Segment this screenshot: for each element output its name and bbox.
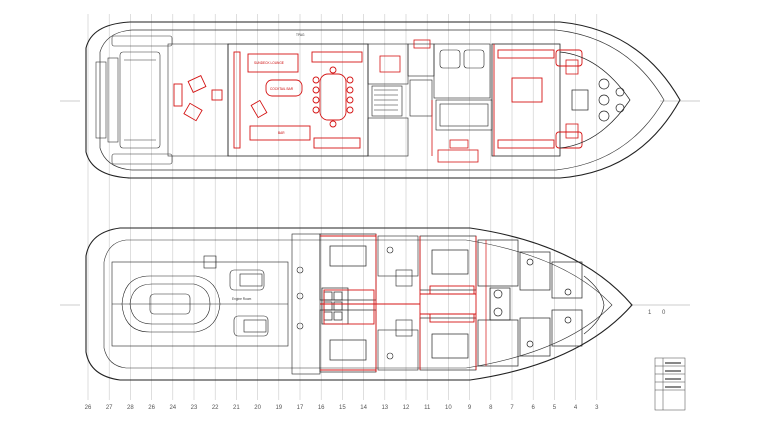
upper-label-bar: COCKTAIL BAR xyxy=(270,87,294,91)
frame-number-label: 8 xyxy=(489,405,493,411)
upper-label-bar-2: BAR xyxy=(278,131,285,135)
frame-number-label: 9 xyxy=(468,405,472,411)
frame-number-label: 3 xyxy=(595,405,599,411)
frame-number-row: 26 27 28 26 24 23 22 21 20 19 17 16 15 14 13 12 11 10 9 8 7 6… xyxy=(85,405,599,411)
legend-box xyxy=(654,357,686,411)
frame-number-label: 17 xyxy=(297,405,304,411)
frame-number-label: 12 xyxy=(403,405,410,411)
upper-deck-bulwark xyxy=(99,29,665,171)
upper-label-lounge: SUNDECK LOUNGE xyxy=(254,61,284,65)
frame-number-label: 5 xyxy=(553,405,557,411)
lower-label-engine-room: Engine Room xyxy=(232,297,252,301)
lower-deck-hull-outline xyxy=(85,227,633,381)
frame-number-label: 10 xyxy=(445,405,452,411)
frame-number-label: 6 xyxy=(532,405,536,411)
frame-number-label: 21 xyxy=(233,405,240,411)
frame-number-label: 13 xyxy=(381,405,388,411)
lower-deck-inner-outline xyxy=(103,239,613,369)
upper-deck-plan: SUNDECK LOUNGE COCKTAIL BAR BAR TPAG xyxy=(85,21,681,179)
frame-number-label: 19 xyxy=(275,405,282,411)
frame-number-label: 28 xyxy=(127,405,134,411)
frame-number-label: 20 xyxy=(254,405,261,411)
margin-mark-0: 0 xyxy=(662,310,666,316)
frame-number-label: 11 xyxy=(424,405,431,411)
frame-number-label: 27 xyxy=(106,405,113,411)
frame-number-label: 26 xyxy=(148,405,155,411)
frame-number-label: 14 xyxy=(360,405,367,411)
frame-number-label: 7 xyxy=(510,405,514,411)
upper-top-label: TPAG xyxy=(296,33,305,37)
frame-number-label: 26 xyxy=(85,405,92,411)
upper-deck-hull-outline xyxy=(85,21,681,179)
frame-number-label: 4 xyxy=(574,405,578,411)
margin-mark-1: 1 xyxy=(648,310,652,316)
frame-grid xyxy=(87,14,598,400)
lower-deck-plan: Engine Room xyxy=(85,227,633,381)
frame-number-label: 22 xyxy=(212,405,219,411)
frame-number-label: 23 xyxy=(191,405,198,411)
frame-number-label: 24 xyxy=(169,405,176,411)
frame-number-label: 15 xyxy=(339,405,346,411)
frame-number-label: 16 xyxy=(318,405,325,411)
